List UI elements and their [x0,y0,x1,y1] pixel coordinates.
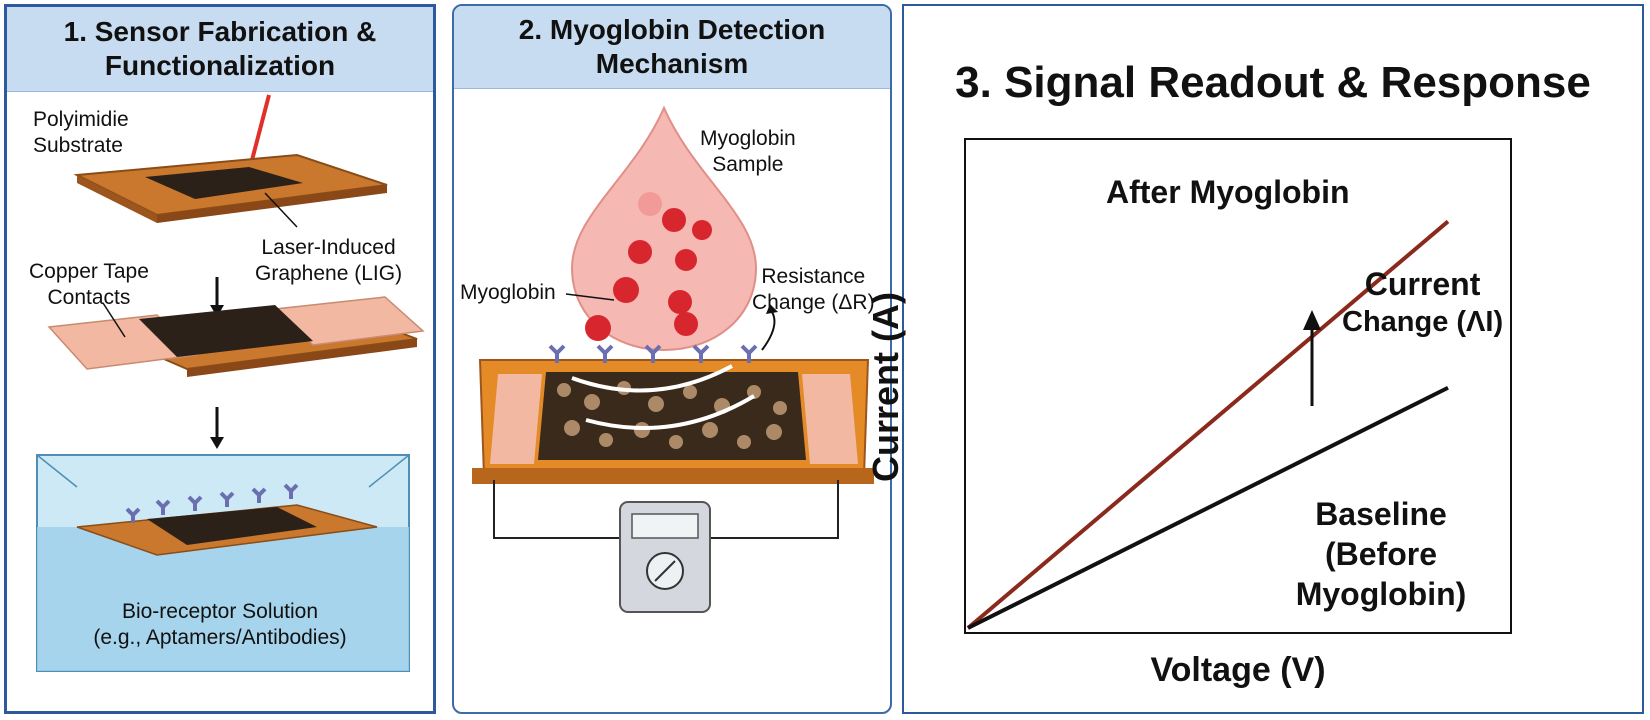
iv-chart [966,219,1450,630]
after-myoglobin-line [966,219,1450,630]
lig-submerged [147,507,317,545]
tank-edge [368,454,410,488]
myoglobin-label: Myoglobin [460,281,556,304]
resistance-label-line1: Resistance [761,265,866,288]
current-change-line1: Current [1364,266,1481,302]
sample-label-line2: Sample [712,153,784,176]
baseline-label-line1: Baseline [1315,496,1447,532]
circuit-wire [710,480,839,539]
myoglobin-cluster [585,208,712,341]
copper-pointer [102,302,126,338]
panel-detection-mechanism: 2. Myoglobin Detection Mechanism [452,4,892,714]
substrate-label-line2: Substrate [33,134,123,157]
substrate-label-line1: Polyimidie [33,108,129,131]
substrate-edge [77,175,157,223]
copper-label-line2: Contacts [47,286,131,309]
sample-label: Myoglobin Sample [700,126,796,178]
resistance-arrow-head [766,304,778,314]
circuit-wire [493,480,620,539]
copper-contact-right [802,374,858,464]
series-label-after: After Myoglobin [1106,174,1350,210]
substrate-label: Polyimidie Substrate [33,107,129,159]
myoglobin-pointer [565,293,615,301]
panel1-header: 1. Sensor Fabrication & Functionalizatio… [7,7,433,92]
resistance-label-line2: Change (ΔR) [752,291,875,314]
solution-label: Bio-receptor Solution (e.g., Aptamers/An… [67,599,373,651]
baseline-label: Baseline (Before Myoglobin) [1252,494,1510,614]
substrate-edge-front [157,185,387,223]
lig-pointer [264,192,298,228]
sample-label-line1: Myoglobin [700,127,796,150]
lig-label: Laser-Induced Graphene (LIG) [255,235,402,287]
substrate-stage2-edge [187,339,417,377]
receptor-group [125,483,299,523]
mechanism-illustration [472,105,874,613]
tank-edge [36,454,78,488]
lig-label-line1: Laser-Induced [261,236,396,259]
copper-label: Copper Tape Contacts [29,259,149,311]
panel2-title-line1: 2. Myoglobin Detection [518,14,826,45]
copper-label-line1: Copper Tape [29,260,149,283]
current-change-line2: Change (ΛI) [1342,306,1504,338]
sensor-frame-edge [472,468,874,484]
baseline-label-line2: (Before Myoglobin) [1295,536,1467,612]
panel3-title: 3. Signal Readout & Response [955,58,1591,107]
current-change-arrow-head [1303,310,1321,330]
baseline-line [967,385,1449,630]
current-change-label: Current Change (ΛI) [1342,264,1503,340]
receptor-row-top [548,344,758,363]
resistance-label: Resistance Change (ΔR) [752,264,875,316]
multimeter-needle [654,560,676,582]
current-path-arrow [571,364,733,393]
current-path-arrow [585,394,756,430]
multimeter-display [631,513,699,539]
panel-signal-readout: 3. Signal Readout & Response Current (A)… [865,4,1644,714]
myoglobin-faint [638,192,662,216]
iv-plot-area: After Myoglobin Current Change (ΛI) Base… [964,138,1512,634]
copper-contact-left [490,374,542,464]
solution-label-line2: (e.g., Aptamers/Antibodies) [93,626,347,649]
panel1-title-line1: 1. Sensor Fabrication & [63,16,377,47]
lig-patch [145,167,303,199]
fabrication-illustration [36,94,425,672]
x-axis-label: Voltage (V) [1150,651,1326,689]
solution-label-line1: Bio-receptor Solution [121,600,319,623]
resistance-arrow [761,311,776,351]
panel1-title-line2: Functionalization [104,50,336,81]
lig-patch-stage2 [139,305,313,357]
panel-sensor-fabrication: 1. Sensor Fabrication & Functionalizatio… [4,4,436,714]
panel2-title-line2: Mechanism [595,48,749,79]
bio-receptor-solution [37,527,409,671]
lig-label-line2: Graphene (LIG) [255,262,403,285]
down-arrow-2-head [210,437,224,449]
y-axis-label: Current (A) [865,292,906,482]
panel2-header: 2. Myoglobin Detection Mechanism [454,6,890,89]
